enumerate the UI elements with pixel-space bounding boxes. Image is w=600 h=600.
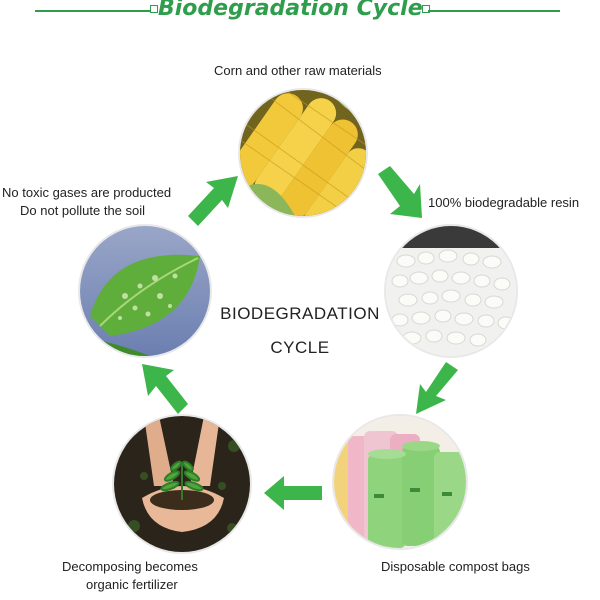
bags-label: Disposable compost bags (381, 559, 530, 574)
leaf-label-line2: Do not pollute the soil (20, 203, 146, 218)
compost-bags-image (332, 414, 468, 550)
arrow-soil-to-leaf (142, 364, 188, 414)
leaf-label-line1: No toxic gases are producted (2, 185, 172, 200)
arrow-leaf-to-corn (188, 176, 238, 226)
arrow-corn-to-resin (378, 166, 422, 218)
resin-illustration (386, 226, 516, 356)
fertilizer-label-line1: Decomposing becomes (62, 559, 198, 574)
center-title-line2: CYCLE (270, 338, 330, 357)
arrow-bags-to-soil (264, 476, 322, 510)
header-ornament-left (150, 5, 158, 13)
resin-label: 100% biodegradable resin (428, 195, 580, 210)
center-title-line1: BIODEGRADATION (220, 304, 380, 323)
corn-image (238, 88, 368, 218)
arrow-resin-to-bags (416, 362, 458, 414)
hands-soil-image (112, 414, 252, 554)
corn-illustration (240, 90, 366, 216)
header-line-left (35, 10, 153, 12)
header-ornament-right (422, 5, 430, 13)
fertilizer-label-line2: organic fertilizer (86, 577, 178, 592)
leaf-image (78, 224, 212, 358)
leaf-illustration (80, 226, 210, 356)
page-title: Biodegradation Cycle (158, 0, 423, 21)
header-line-right (428, 10, 560, 12)
hands-soil-illustration (114, 416, 250, 552)
resin-pellets-image (384, 224, 518, 358)
compost-bags-illustration (334, 416, 466, 548)
corn-label: Corn and other raw materials (214, 63, 382, 78)
